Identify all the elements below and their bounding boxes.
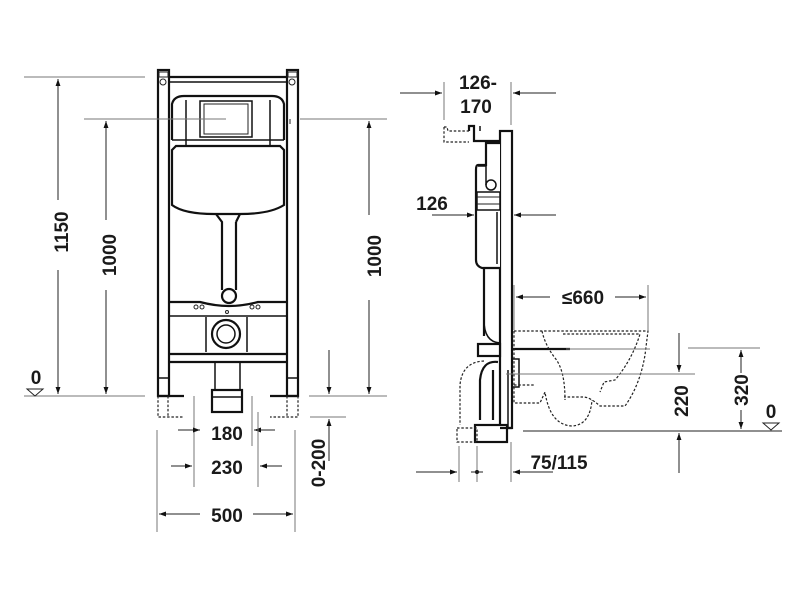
dim-depth-cistern: 126: [416, 194, 448, 215]
wall-bracket-extension: [443, 126, 469, 143]
dim-bowl-projection: ≤660: [562, 288, 604, 309]
floor-level-icon: [25, 388, 45, 397]
dim-drain-offset: 75/115: [530, 453, 587, 474]
dim-height-left: 1000: [100, 234, 121, 276]
floor-level-label: 0: [31, 368, 42, 389]
flush-pipe-outlet: [220, 287, 238, 305]
flush-connector: [476, 342, 502, 358]
front-view: 1150 1000 1000 0 180 230 500 0-200: [24, 68, 387, 532]
dim-total-width: 500: [211, 506, 243, 527]
dim-inner-width: 180: [211, 424, 243, 445]
floor-level-label-side: 0: [766, 402, 777, 423]
floor-level-icon-side: [761, 422, 781, 431]
cistern-side: [474, 141, 500, 270]
bolt-icon: [158, 71, 298, 86]
cistern-body: [170, 144, 286, 216]
leg-extension-left: [157, 396, 184, 418]
frame-right-post: [285, 68, 300, 398]
leg-extension-right: [270, 396, 299, 418]
dim-depth-range-line2: 170: [460, 97, 492, 118]
dim-depth-range-line1: 126-: [459, 73, 497, 94]
dim-drain-height: 220: [672, 385, 693, 417]
cistern-housing-top: [170, 94, 286, 140]
drain-outlet: [473, 423, 509, 444]
dim-seat-height: 320: [732, 374, 753, 406]
dim-leg-extension: 0-200: [309, 439, 330, 488]
toilet-bowl-outline: [513, 330, 649, 427]
drain-pipe-stub: [210, 388, 244, 414]
dim-height-right: 1000: [365, 235, 386, 277]
dim-height-total: 1150: [52, 211, 73, 252]
dim-mid-width: 230: [211, 458, 243, 479]
frame-side-post: [498, 129, 514, 430]
drain-connector: [210, 318, 242, 350]
side-view: 126- 170 126 ≤660 220 320 0 75/115: [400, 73, 782, 482]
